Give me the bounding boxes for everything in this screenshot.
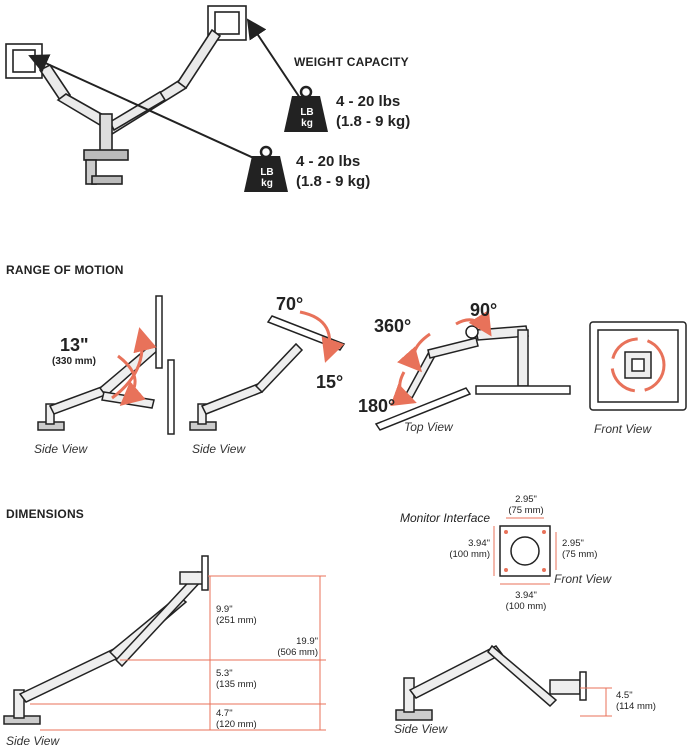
swivel-arrow xyxy=(397,332,431,373)
side-view-label: Side View xyxy=(192,442,246,456)
dimension-inches: 5.3" xyxy=(216,668,233,679)
tilt-down-angle: 15° xyxy=(316,372,344,392)
interface-right-dimension: 2.95" (75 mm) xyxy=(562,538,597,560)
lift-arrow xyxy=(111,327,157,400)
dimension-upper: 9.9" (251 mm) xyxy=(216,604,257,626)
dimension-mm: (100 mm) xyxy=(449,549,490,560)
tilt-arrow xyxy=(299,310,345,363)
range-of-motion-heading: RANGE OF MOTION xyxy=(6,263,124,277)
dimension-mm: (75 mm) xyxy=(562,549,598,560)
weight-icon-unit-kg: kg xyxy=(261,178,273,189)
pan-angle: 90° xyxy=(470,300,498,320)
depth-guides xyxy=(580,687,612,717)
dimension-mm: (114 mm) xyxy=(616,701,656,712)
dimension-middle: 5.3" (135 mm) xyxy=(216,668,257,690)
capacity-kg: (1.8 - 9 kg) xyxy=(336,113,411,130)
dual-monitor-arm-illustration xyxy=(5,5,247,185)
dimension-inches: 2.95" xyxy=(515,494,537,505)
weight-icon-label-lower: LB kg xyxy=(253,167,281,189)
lift-value: 13" xyxy=(60,335,89,355)
interface-bottom-dimension: 3.94" (100 mm) xyxy=(504,590,548,612)
dimension-mm: (251 mm) xyxy=(216,615,257,626)
dimension-mm: (100 mm) xyxy=(505,601,547,612)
interface-guides xyxy=(493,517,557,585)
dimension-inches: 4.7" xyxy=(216,708,233,719)
dimension-mm: (75 mm) xyxy=(508,505,544,516)
pan-arrow xyxy=(455,309,492,337)
dimension-mm: (135 mm) xyxy=(216,679,257,690)
dimension-inches: 19.9" xyxy=(296,636,318,647)
top-view-label: Top View xyxy=(404,420,453,434)
front-view-label: Front View xyxy=(554,572,612,586)
weight-icon-upper xyxy=(284,85,328,132)
dimensions-heading: DIMENSIONS xyxy=(6,507,85,521)
lift-arrow-down xyxy=(117,354,146,406)
dimension-depth: 4.5" (114 mm) xyxy=(616,690,656,712)
weight-icon-lower xyxy=(244,145,288,192)
dimensions-side-view-left xyxy=(3,555,209,725)
rotate-360-arrow xyxy=(610,337,666,393)
top-view-illustration xyxy=(374,325,571,431)
dimension-inches: 3.94" xyxy=(515,590,537,601)
capacity-lbs: 4 - 20 lbs xyxy=(296,153,361,170)
pointer-arrow-left-monitor xyxy=(28,54,259,161)
pointer-arrow-right-monitor xyxy=(246,18,301,99)
tilt-up-angle: 70° xyxy=(276,294,304,314)
weight-capacity-lower: 4 - 20 lbs (1.8 - 9 kg) xyxy=(296,152,370,192)
dimension-inches: 3.94" xyxy=(468,538,490,549)
dimension-inches: 2.95" xyxy=(562,538,584,549)
rotate-arrow xyxy=(390,371,417,407)
swivel-angle: 360° xyxy=(374,316,412,336)
front-view-illustration xyxy=(589,321,687,411)
side-view-label: Side View xyxy=(6,734,60,748)
dimensions-side-view-right xyxy=(395,644,587,721)
weight-capacity-heading: WEIGHT CAPACITY xyxy=(294,55,409,69)
weight-icon-unit-lb: LB xyxy=(300,107,314,118)
monitor-interface-plate xyxy=(499,525,551,577)
dimension-lower: 4.7" (120 mm) xyxy=(216,708,257,730)
dimension-total: 19.9" (506 mm) xyxy=(274,636,318,658)
weight-capacity-upper: 4 - 20 lbs (1.8 - 9 kg) xyxy=(336,92,410,132)
weight-icon-label-upper: LB kg xyxy=(293,107,321,129)
dimension-mm: (506 mm) xyxy=(277,647,318,658)
weight-icon-unit-lb: LB xyxy=(260,167,274,178)
dimension-mm: (120 mm) xyxy=(216,719,257,730)
interface-top-dimension: 2.95" (75 mm) xyxy=(508,494,544,516)
dimension-guides-left xyxy=(30,575,326,731)
capacity-lbs: 4 - 20 lbs xyxy=(336,93,401,110)
dimension-inches: 9.9" xyxy=(216,604,233,615)
interface-left-dimension: 3.94" (100 mm) xyxy=(446,538,490,560)
rotate-angle: 180° xyxy=(358,396,396,416)
side-view-label: Side View xyxy=(34,442,88,456)
lift-metric: (330 mm) xyxy=(52,356,96,367)
side-view-label: Side View xyxy=(394,722,448,736)
dimension-inches: 4.5" xyxy=(616,690,633,701)
weight-icon-unit-kg: kg xyxy=(301,118,313,129)
front-view-label: Front View xyxy=(594,422,652,436)
monitor-interface-title: Monitor Interface xyxy=(400,511,491,525)
capacity-kg: (1.8 - 9 kg) xyxy=(296,173,371,190)
